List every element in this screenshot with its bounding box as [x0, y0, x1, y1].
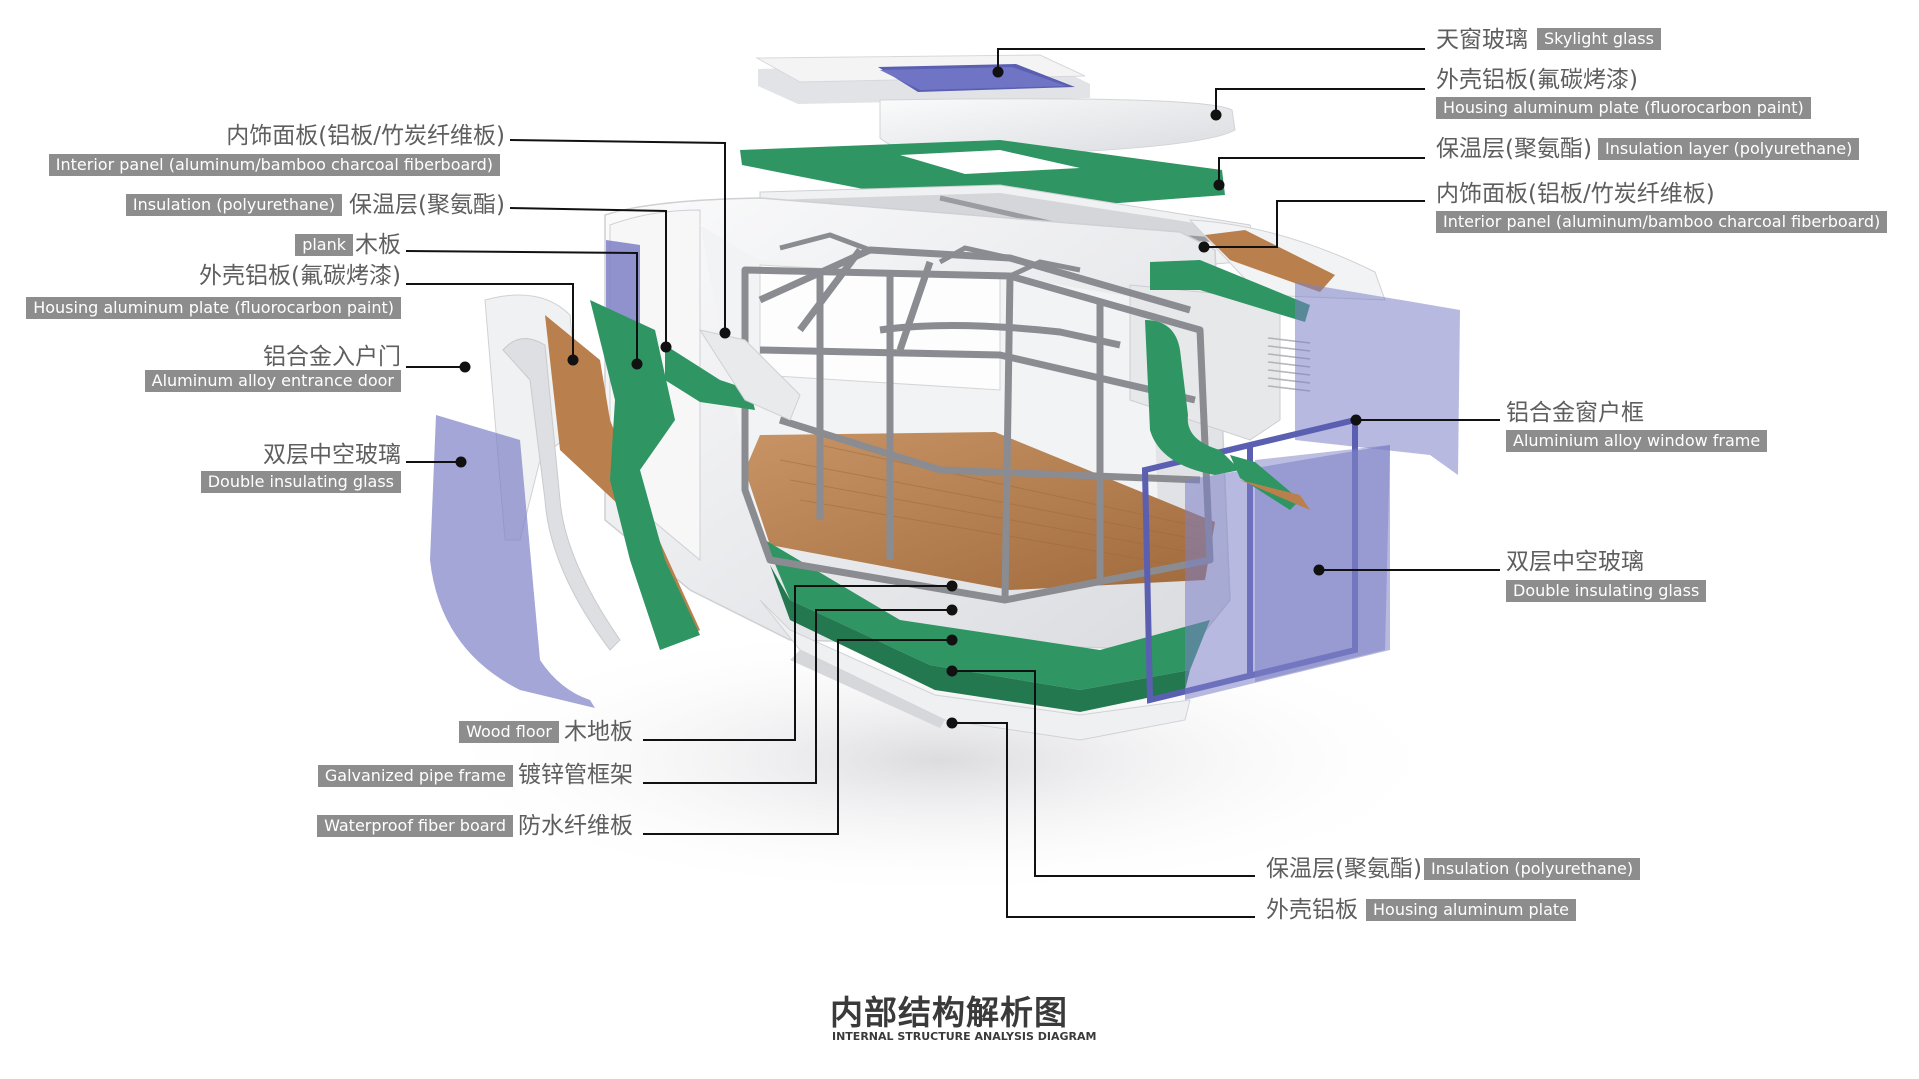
left-double-glass	[430, 415, 595, 708]
label-window-frame-zh: 铝合金窗户框	[1506, 400, 1644, 426]
leader-lines	[405, 48, 1500, 918]
left-entrance-door-frame	[502, 338, 621, 651]
label-bottom-housing-en: Housing aluminum plate	[1366, 899, 1577, 921]
left-door-insulation	[590, 300, 755, 650]
right-interior-insulation	[1145, 320, 1310, 510]
right-glass-panel-upper	[1295, 282, 1460, 475]
right-double-glass	[1185, 445, 1390, 700]
frame-cross-members	[779, 232, 1081, 279]
label-bottom-insulation-zh: 保温层(聚氨酯)	[1266, 856, 1422, 882]
label-left-plank-en: plank	[295, 234, 353, 256]
label-pipe-frame-en: Galvanized pipe frame	[317, 765, 513, 787]
label-fiber-board-en: Waterproof fiber board	[317, 815, 513, 837]
label-skylight-glass-zh: 天窗玻璃	[1436, 27, 1528, 53]
roof-insulation-layer	[740, 140, 1225, 213]
label-left-glass-zh: 双层中空玻璃	[263, 442, 401, 468]
label-left-insulation-zh: 保温层(聚氨酯)	[349, 192, 505, 218]
label-left-plank-zh: 木板	[355, 232, 401, 258]
label-left-interior-panel-zh: 内饰面板(铝板/竹炭纤维板)	[226, 123, 505, 149]
label-entrance-door-en: Aluminum alloy entrance door	[144, 370, 401, 392]
label-top-interior-panel-zh: 内饰面板(铝板/竹炭纤维板)	[1436, 181, 1715, 207]
label-left-insulation-en: Insulation (polyurethane)	[125, 194, 342, 216]
label-right-glass-en: Double insulating glass	[1506, 580, 1707, 602]
right-insulation-strip	[1150, 260, 1310, 322]
label-wood-floor-zh: 木地板	[564, 719, 633, 745]
bottom-housing-plate	[759, 599, 1191, 741]
label-left-housing-zh: 外壳铝板(氟碳烤漆)	[199, 263, 401, 289]
right-wood-plank	[1205, 230, 1335, 292]
label-window-frame-en: Aluminium alloy window frame	[1506, 430, 1768, 452]
diagram-title: 内部结构解析图	[830, 993, 1068, 1032]
label-fiber-board-zh: 防水纤维板	[518, 813, 633, 839]
roof-skylight-assembly	[755, 54, 1090, 104]
diagram-subtitle: INTERNAL STRUCTURE ANALYSIS DIAGRAM	[832, 1030, 1097, 1043]
label-left-housing-en: Housing aluminum plate (fluorocarbon pai…	[26, 297, 401, 319]
leader-dots	[455, 66, 1362, 729]
label-wood-floor-en: Wood floor	[459, 721, 559, 743]
label-top-housing-en: Housing aluminum plate (fluorocarbon pai…	[1436, 97, 1811, 119]
label-pipe-frame-zh: 镀锌管框架	[518, 762, 633, 788]
label-top-housing-zh: 外壳铝板(氟碳烤漆)	[1436, 67, 1638, 93]
label-skylight-glass-en: Skylight glass	[1537, 28, 1661, 50]
label-bottom-insulation-en: Insulation (polyurethane)	[1424, 858, 1641, 880]
label-top-interior-panel-en: Interior panel (aluminum/bamboo charcoal…	[1436, 211, 1888, 233]
left-interior-panel-vertical	[698, 329, 801, 421]
label-top-insulation-zh: 保温层(聚氨酯)	[1436, 136, 1592, 162]
label-top-insulation-en: Insulation layer (polyurethane)	[1598, 138, 1860, 160]
label-left-glass-en: Double insulating glass	[200, 471, 401, 493]
label-left-interior-panel-en: Interior panel (aluminum/bamboo charcoal…	[48, 154, 500, 176]
label-bottom-housing-zh: 外壳铝板	[1266, 897, 1358, 923]
label-right-glass-zh: 双层中空玻璃	[1506, 549, 1644, 575]
label-entrance-door-zh: 铝合金入户门	[263, 344, 401, 370]
galvanized-pipe-frame	[741, 246, 1214, 604]
